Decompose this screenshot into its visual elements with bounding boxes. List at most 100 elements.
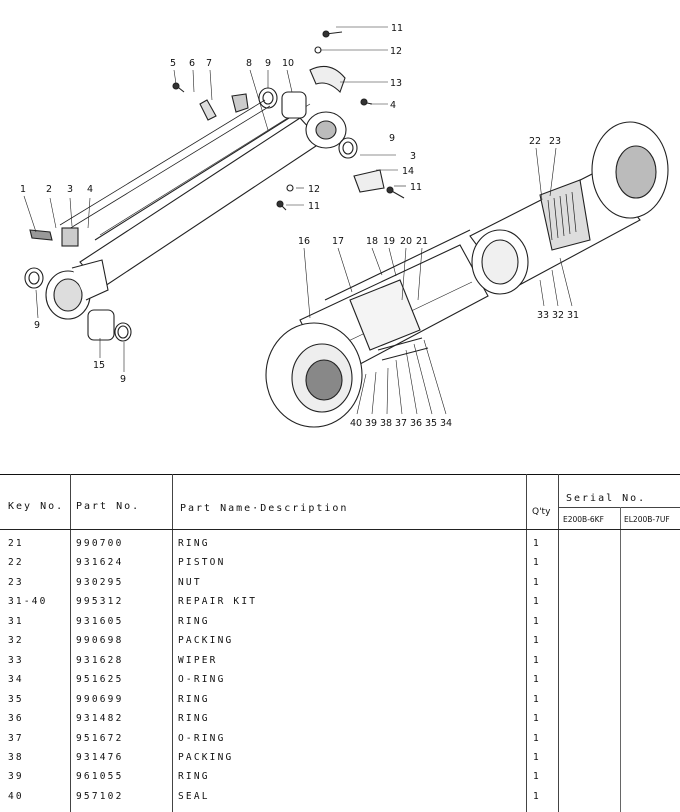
qty-cell: 1 xyxy=(533,538,539,549)
callout-10: 10 xyxy=(282,58,294,69)
part-no-cell: 931476 xyxy=(76,751,124,763)
part-no-cell: 961055 xyxy=(76,771,124,783)
cylinder-exploded-drawing: 11 12 13 4 9 3 14 11 12 11 1 2 3 4 5 6 7… xyxy=(20,23,669,429)
part-name-cell: NUT xyxy=(178,576,202,588)
callout-3: 3 xyxy=(67,184,73,195)
key-no-cell: 21 xyxy=(8,538,24,549)
callout-9a: 9 xyxy=(265,58,271,69)
callout-6: 6 xyxy=(189,58,195,69)
key-no-cell: 39 xyxy=(8,771,24,783)
callout-21: 21 xyxy=(416,236,428,247)
callout-36: 36 xyxy=(410,418,422,429)
callout-3b: 3 xyxy=(410,151,416,162)
part-name-cell: PACKING xyxy=(178,751,234,763)
callout-16: 16 xyxy=(298,236,310,247)
callout-11: 11 xyxy=(391,23,403,34)
column-divider xyxy=(172,474,173,812)
part-no-cell: 995312 xyxy=(76,596,124,608)
serial-header-divider xyxy=(558,507,680,508)
qty-cell: 1 xyxy=(533,654,539,666)
part-no-cell: 990698 xyxy=(76,635,124,647)
callout-39: 39 xyxy=(365,418,377,429)
callout-4b: 4 xyxy=(390,100,396,111)
header-serial-b: EL200B-7UF xyxy=(624,515,670,524)
part-no-cell: 931605 xyxy=(76,615,124,627)
key-no-cell: 31-40 xyxy=(8,596,48,608)
callout-23: 23 xyxy=(549,136,561,147)
callout-37: 37 xyxy=(395,418,407,429)
table-row: 21 990700 RING 1 xyxy=(0,538,680,557)
table-row: 31 931605 RING 1 xyxy=(0,616,680,635)
part-no-cell: 931482 xyxy=(76,713,124,725)
key-no-cell: 35 xyxy=(8,693,24,705)
key-no-cell: 33 xyxy=(8,654,24,666)
table-row: 38 931476 PACKING 1 xyxy=(0,752,680,771)
callout-11b: 11 xyxy=(410,182,422,193)
callout-20: 20 xyxy=(400,236,412,247)
key-no-cell: 38 xyxy=(8,751,24,763)
callout-14: 14 xyxy=(402,166,414,177)
callout-38: 38 xyxy=(380,418,392,429)
callout-31: 31 xyxy=(567,310,579,321)
callout-22: 22 xyxy=(529,136,541,147)
callout-1: 1 xyxy=(20,184,26,195)
key-no-cell: 32 xyxy=(8,635,24,647)
part-no-cell: 990699 xyxy=(76,693,124,705)
part-no-cell: 931628 xyxy=(76,654,124,666)
qty-cell: 1 xyxy=(533,713,539,725)
qty-cell: 1 xyxy=(533,557,539,569)
part-name-cell: RING xyxy=(178,693,210,705)
callout-7: 7 xyxy=(206,58,212,69)
key-no-cell: 23 xyxy=(8,576,24,588)
part-name-cell: O-RING xyxy=(178,732,226,744)
qty-cell: 1 xyxy=(533,674,539,686)
table-row: 33 931628 WIPER 1 xyxy=(0,655,680,674)
key-no-cell: 22 xyxy=(8,557,24,569)
part-name-cell: O-RING xyxy=(178,674,226,686)
callout-2: 2 xyxy=(46,184,52,195)
callout-34: 34 xyxy=(440,418,452,429)
key-no-cell: 34 xyxy=(8,674,24,686)
qty-cell: 1 xyxy=(533,732,539,744)
part-name-cell: RING xyxy=(178,615,210,627)
callout-32: 32 xyxy=(552,310,564,321)
exploded-view-diagram: 11 12 13 4 9 3 14 11 12 11 1 2 3 4 5 6 7… xyxy=(20,23,669,429)
callout-5: 5 xyxy=(170,58,176,69)
part-no-cell: 957102 xyxy=(76,790,124,802)
qty-cell: 1 xyxy=(533,751,539,763)
header-part-no: Part No. xyxy=(76,501,141,512)
part-no-cell: 951625 xyxy=(76,674,124,686)
key-no-cell: 37 xyxy=(8,732,24,744)
column-divider xyxy=(70,474,71,812)
part-no-cell: 930295 xyxy=(76,576,124,588)
callout-33: 33 xyxy=(537,310,549,321)
part-name-cell: PACKING xyxy=(178,635,234,647)
part-name-cell: RING xyxy=(178,538,210,549)
part-name-cell: RING xyxy=(178,771,210,783)
column-divider xyxy=(558,474,559,812)
table-row: 37 951672 O-RING 1 xyxy=(0,733,680,752)
key-no-cell: 31 xyxy=(8,615,24,627)
callout-11c: 11 xyxy=(308,201,320,212)
qty-cell: 1 xyxy=(533,635,539,647)
part-no-cell: 951672 xyxy=(76,732,124,744)
part-name-cell: WIPER xyxy=(178,654,218,666)
callout-4: 4 xyxy=(87,184,93,195)
callout-9b: 9 xyxy=(389,133,395,144)
part-name-cell: RING xyxy=(178,713,210,725)
header-serial-a: E200B-6KF xyxy=(563,515,604,524)
callout-13: 13 xyxy=(390,78,402,89)
header-serial-no: Serial No. xyxy=(566,493,647,504)
qty-cell: 1 xyxy=(533,615,539,627)
callout-15: 15 xyxy=(93,360,105,371)
callout-12b: 12 xyxy=(308,184,320,195)
part-no-cell: 990700 xyxy=(76,538,124,549)
header-qty: Q'ty xyxy=(532,507,551,517)
callout-40: 40 xyxy=(350,418,362,429)
table-header-rule xyxy=(0,529,680,530)
callout-19: 19 xyxy=(383,236,395,247)
